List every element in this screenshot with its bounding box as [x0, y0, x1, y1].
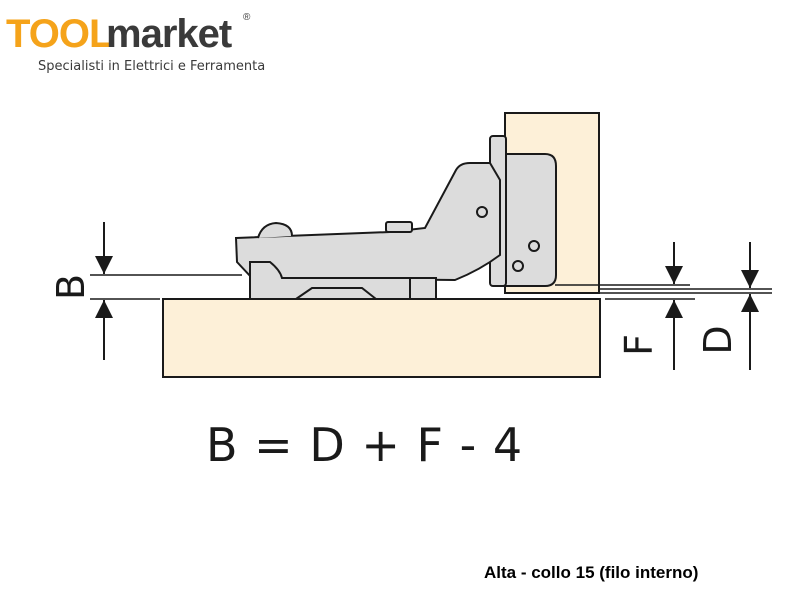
- arm-rivet: [476, 206, 488, 218]
- logo-brand-market: market: [106, 12, 232, 56]
- plate-screw-2: [512, 260, 524, 272]
- hinge-cup-slot: [295, 287, 377, 300]
- logo-brand-tool: TOOL: [6, 12, 113, 56]
- logo-tagline: Specialisti in Elettrici e Ferramenta: [38, 59, 266, 74]
- toolmarket-logo: TOOL market ® Specialisti in Elettrici e…: [0, 0, 265, 80]
- arm-adjust-screw: [385, 221, 413, 233]
- plate-screw-1: [528, 240, 540, 252]
- hinge-arm: [234, 162, 501, 282]
- mounting-plate: [499, 153, 557, 287]
- dimension-label-d: D: [696, 325, 740, 354]
- formula: B = D + F - 4: [206, 418, 524, 472]
- hinge-cup: [249, 261, 437, 300]
- product-caption: Alta - collo 15 (filo interno): [484, 563, 699, 582]
- door-panel: [162, 298, 601, 378]
- arm-knob: [257, 221, 293, 239]
- registered-mark: ®: [243, 12, 251, 23]
- dimension-label-f: F: [617, 334, 661, 356]
- dimension-label-b: B: [49, 274, 93, 300]
